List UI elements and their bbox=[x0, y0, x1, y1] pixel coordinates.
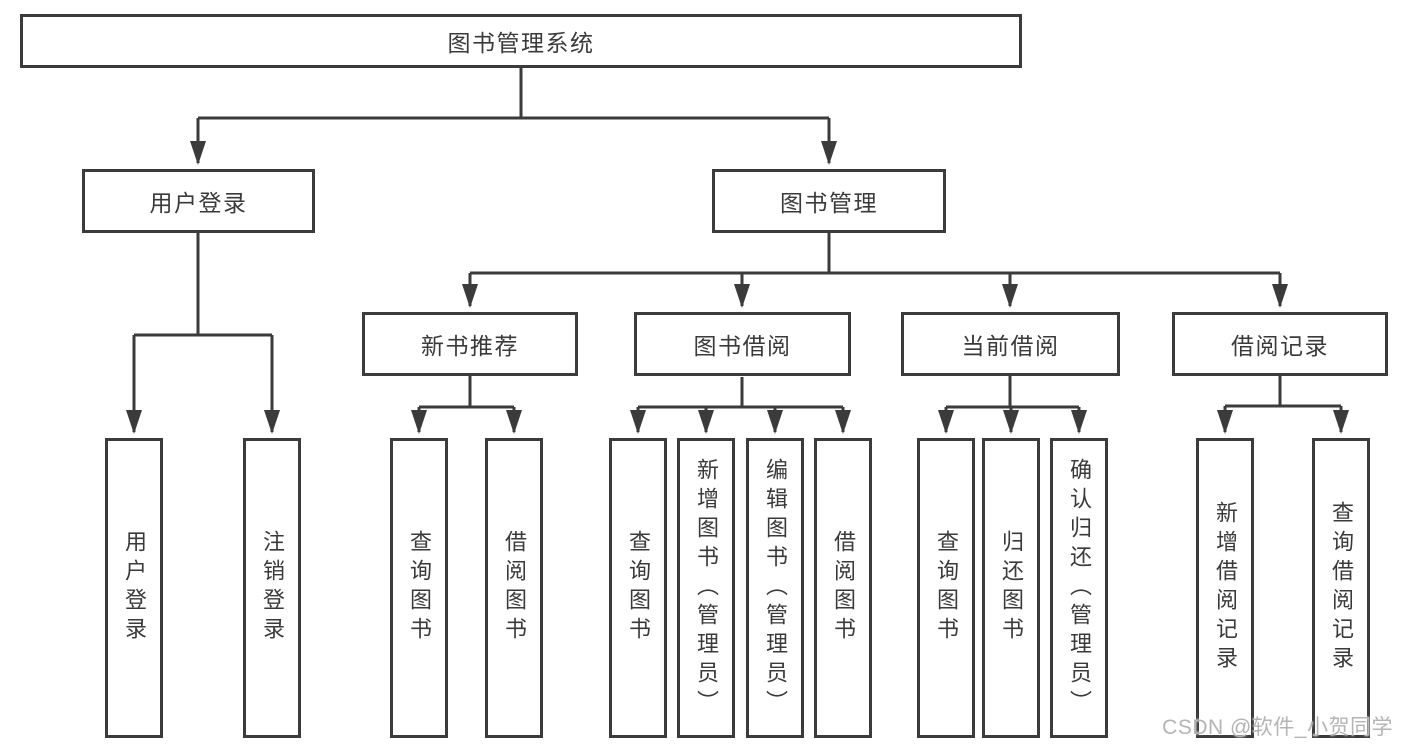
node-leaf-query-books-borrowing: 查询图书 bbox=[609, 438, 667, 738]
node-label: 注销登录 bbox=[260, 530, 285, 646]
node-leaf-add-books-admin: 新增图书（管理员） bbox=[677, 438, 735, 738]
node-label: 查询图书 bbox=[626, 530, 651, 646]
node-leaf-query-books-recommend: 查询图书 bbox=[390, 438, 448, 738]
node-label: 查询图书 bbox=[934, 530, 959, 646]
node-leaf-borrow-books-recommend: 借阅图书 bbox=[485, 438, 543, 738]
node-leaf-user-login: 用户登录 bbox=[105, 438, 163, 738]
node-leaf-query-books-current: 查询图书 bbox=[917, 438, 975, 738]
node-label: 新增借阅记录 bbox=[1213, 501, 1238, 675]
node-leaf-logout: 注销登录 bbox=[243, 438, 301, 738]
node-label: 确认归还（管理员） bbox=[1067, 457, 1092, 719]
node-leaf-confirm-return-admin: 确认归还（管理员） bbox=[1050, 438, 1108, 738]
node-label: 归还图书 bbox=[999, 530, 1024, 646]
node-current-borrowing: 当前借阅 bbox=[901, 312, 1120, 376]
node-leaf-add-borrow-record: 新增借阅记录 bbox=[1196, 438, 1254, 738]
node-label: 查询图书 bbox=[407, 530, 432, 646]
node-book-management: 图书管理 bbox=[712, 169, 946, 233]
node-leaf-edit-books-admin: 编辑图书（管理员） bbox=[746, 438, 804, 738]
node-root: 图书管理系统 bbox=[20, 14, 1022, 68]
node-leaf-query-borrow-record: 查询借阅记录 bbox=[1312, 438, 1370, 738]
node-leaf-borrow-books-borrowing: 借阅图书 bbox=[814, 438, 872, 738]
node-label: 查询借阅记录 bbox=[1329, 501, 1354, 675]
node-label: 借阅图书 bbox=[502, 530, 527, 646]
node-label: 用户登录 bbox=[122, 530, 147, 646]
node-label: 借阅图书 bbox=[831, 530, 856, 646]
node-label: 编辑图书（管理员） bbox=[763, 457, 788, 719]
node-label: 新增图书（管理员） bbox=[694, 457, 719, 719]
node-borrowing-records: 借阅记录 bbox=[1172, 312, 1388, 376]
node-leaf-return-books: 归还图书 bbox=[982, 438, 1040, 738]
csdn-watermark: CSDN @软件_小贺同学 bbox=[1162, 716, 1393, 739]
node-new-book-recommend: 新书推荐 bbox=[362, 312, 578, 376]
node-user-login: 用户登录 bbox=[82, 169, 315, 233]
node-book-borrowing: 图书借阅 bbox=[634, 312, 851, 376]
